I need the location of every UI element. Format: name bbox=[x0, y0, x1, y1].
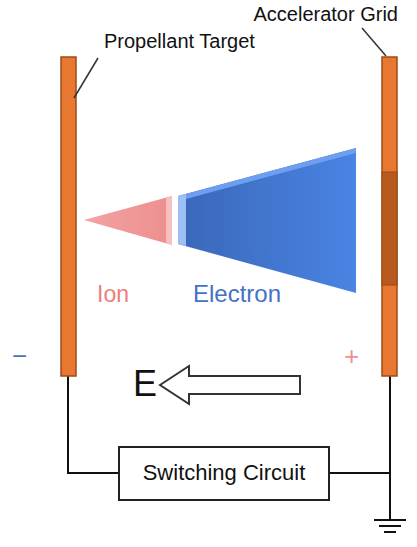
label-text: Accelerator Grid bbox=[254, 3, 399, 25]
label-text: + bbox=[344, 341, 359, 371]
label-text: Propellant Target bbox=[104, 30, 255, 52]
label-text: Ion bbox=[97, 281, 129, 307]
circuit-box: Switching Circuit bbox=[118, 446, 330, 501]
propellant-target bbox=[61, 57, 76, 376]
beam-label: Electron bbox=[193, 281, 281, 307]
label-text: − bbox=[12, 341, 27, 371]
beam-label: Ion bbox=[97, 282, 129, 307]
electron-beam bbox=[178, 148, 356, 293]
electron-beam-bevel bbox=[178, 194, 186, 246]
ion-beam-bevel bbox=[166, 196, 172, 245]
wire bbox=[68, 376, 390, 520]
leader-line bbox=[362, 28, 386, 56]
leader-line bbox=[74, 58, 98, 98]
part-label: Accelerator Grid bbox=[254, 3, 399, 25]
accelerator-grid bbox=[382, 57, 397, 376]
label-text: E bbox=[133, 363, 157, 404]
electron-beam-bevel bbox=[186, 148, 356, 199]
polarity-sign: + bbox=[344, 342, 359, 371]
field-label: E bbox=[133, 364, 157, 404]
part-label: Propellant Target bbox=[104, 30, 255, 52]
polarity-sign: − bbox=[12, 342, 27, 371]
label-text: Electron bbox=[193, 280, 281, 307]
ground-symbol bbox=[374, 520, 406, 532]
grid-aperture bbox=[382, 172, 397, 285]
field-arrow bbox=[160, 366, 300, 404]
ion-beam bbox=[84, 196, 172, 245]
box-text: Switching Circuit bbox=[143, 460, 306, 486]
